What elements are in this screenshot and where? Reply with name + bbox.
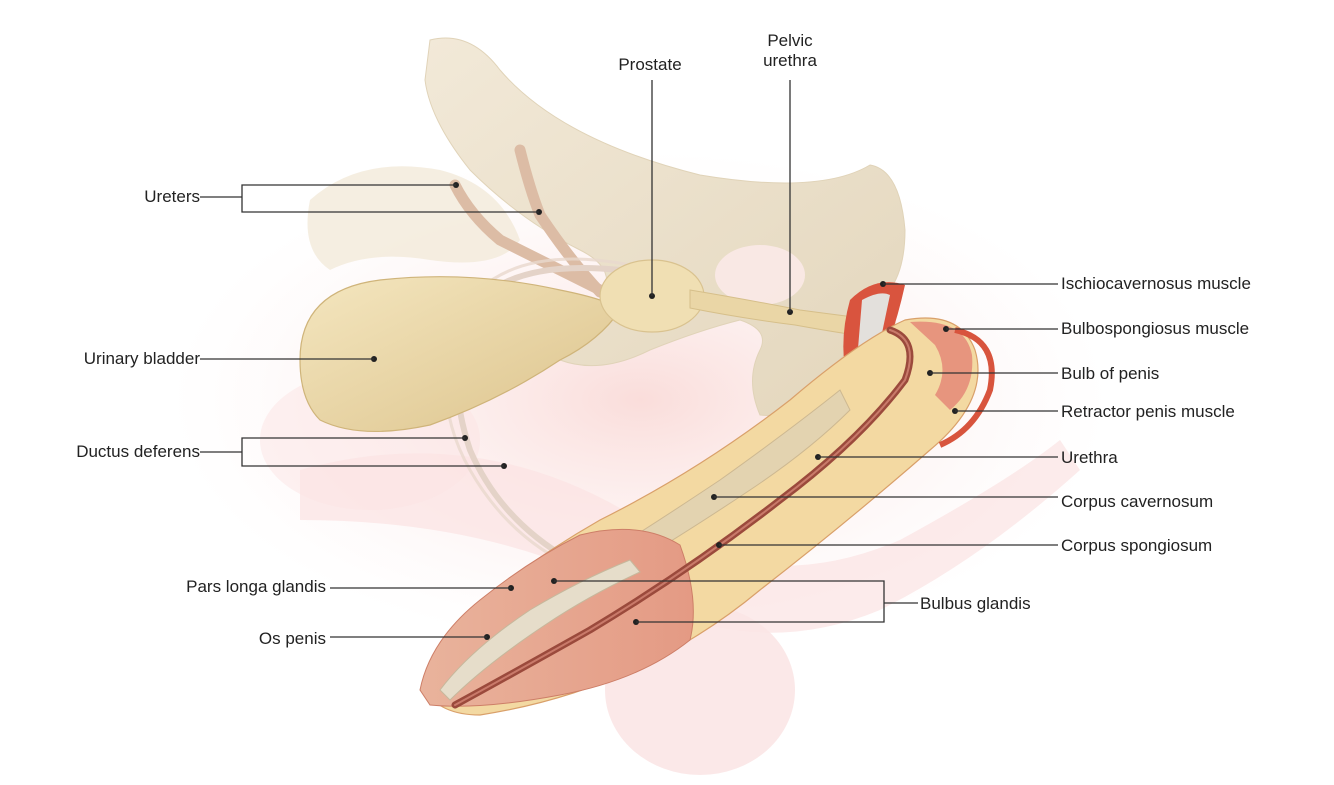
label-os-penis: Os penis [258,629,326,648]
label-pelvic-urethra-line1: Pelvic [767,31,813,50]
label-pars-longa-glandis: Pars longa glandis [186,577,326,596]
urethra-lumen [454,329,911,706]
os-penis [439,559,641,701]
leader-lines [200,80,1058,638]
label-pelvic-urethra: Pelvic urethra [735,31,845,71]
label-prostate: Prostate [618,55,682,74]
label-urethra: Urethra [1061,448,1118,467]
label-ureters: Ureters [144,187,200,206]
label-retractor-penis-muscle: Retractor penis muscle [1061,402,1235,421]
label-bulbus-glandis: Bulbus glandis [920,594,1031,613]
ureters [449,144,606,298]
label-urinary-bladder: Urinary bladder [83,349,200,368]
label-corpus-cavernosum: Corpus cavernosum [1061,492,1214,511]
label-bulbospongiosus-muscle: Bulbospongiosus muscle [1061,319,1250,338]
label-bulb-of-penis: Bulb of penis [1061,364,1160,383]
label-pelvic-urethra-line2: urethra [763,51,817,70]
label-ductus-deferens: Ductus deferens [76,442,200,461]
label-corpus-spongiosum: Corpus spongiosum [1061,536,1213,555]
urinary-bladder [299,276,621,433]
label-ischiocavernosus-muscle: Ischiocavernosus muscle [1061,274,1251,293]
